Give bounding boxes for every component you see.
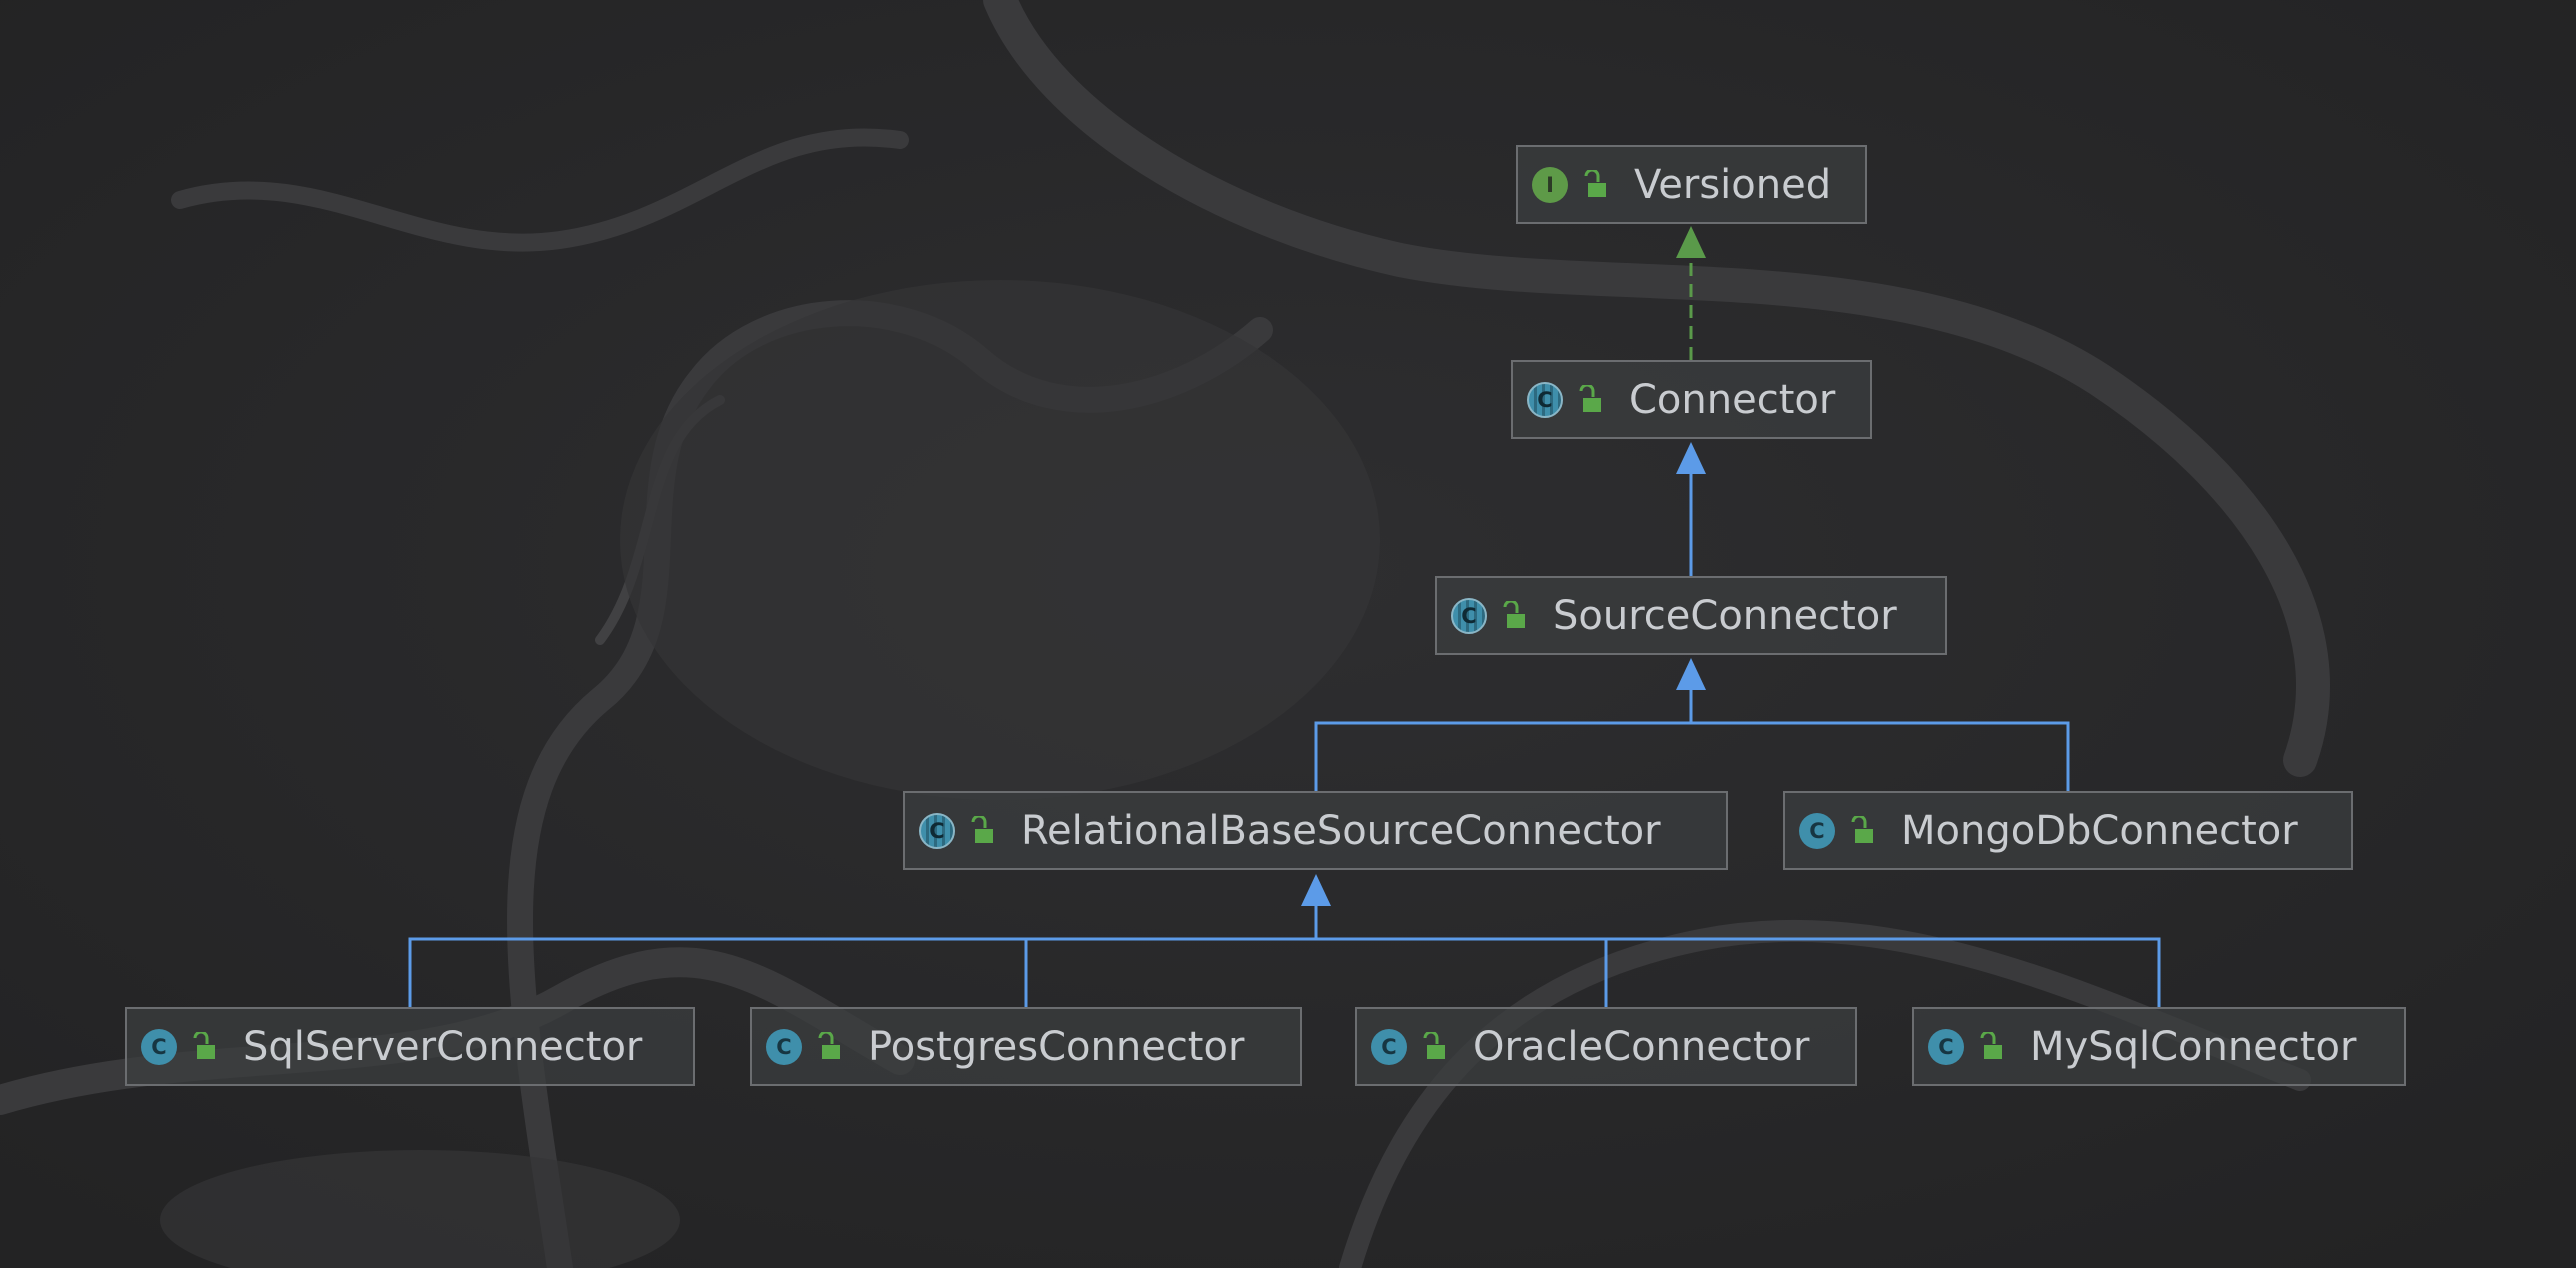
unlocked-padlock-icon [1579,384,1601,412]
node-label: OracleConnector [1473,1023,1810,1070]
extends-arrowhead [1676,658,1706,690]
node-label: Versioned [1634,161,1832,208]
unlocked-padlock-icon [1851,815,1873,843]
node-label: MySqlConnector [2030,1023,2357,1070]
unlocked-padlock-icon [1503,600,1525,628]
class-icon: C [1799,812,1835,849]
node-postgres-connector[interactable]: C PostgresConnector [750,1007,1302,1086]
abstract-class-icon: C [919,812,955,849]
abstract-class-icon: C [1527,381,1563,418]
unlocked-padlock-icon [1980,1031,2002,1059]
node-label: RelationalBaseSourceConnector [1021,807,1661,854]
node-mysql-connector[interactable]: C MySqlConnector [1912,1007,2406,1086]
class-icon: C [1371,1028,1407,1065]
edge-relationalbase-extends-sourceconnector [1314,690,1693,791]
node-label: PostgresConnector [868,1023,1245,1070]
node-source-connector[interactable]: C SourceConnector [1435,576,1947,655]
unlocked-padlock-icon [1423,1031,1445,1059]
node-label: MongoDbConnector [1901,807,2298,854]
node-mongodb-connector[interactable]: C MongoDbConnector [1783,791,2353,870]
edge-mongodb-extends-sourceconnector [1691,721,2070,791]
unlocked-padlock-icon [971,815,993,843]
edge-sqlserver-extends-relationalbase [408,906,1318,1007]
node-label: SqlServerConnector [243,1023,643,1070]
unlocked-padlock-icon [818,1031,840,1059]
node-connector[interactable]: C Connector [1511,360,1872,439]
node-oracle-connector[interactable]: C OracleConnector [1355,1007,1857,1086]
class-icon: C [141,1028,177,1065]
unlocked-padlock-icon [193,1031,215,1059]
edge-mysql-extends-relationalbase [1316,937,2161,1007]
node-label: SourceConnector [1553,592,1897,639]
node-sqlserver-connector[interactable]: C SqlServerConnector [125,1007,695,1086]
extends-arrowhead [1676,442,1706,474]
node-label: Connector [1629,376,1836,423]
class-icon: C [766,1028,802,1065]
extends-arrowhead [1301,874,1331,906]
node-versioned[interactable]: I Versioned [1516,145,1867,224]
node-relational-base-source-connector[interactable]: C RelationalBaseSourceConnector [903,791,1728,870]
class-icon: C [1928,1028,1964,1065]
implements-arrowhead [1676,226,1706,258]
interface-icon: I [1532,166,1568,203]
abstract-class-icon: C [1451,597,1487,634]
unlocked-padlock-icon [1584,169,1606,197]
